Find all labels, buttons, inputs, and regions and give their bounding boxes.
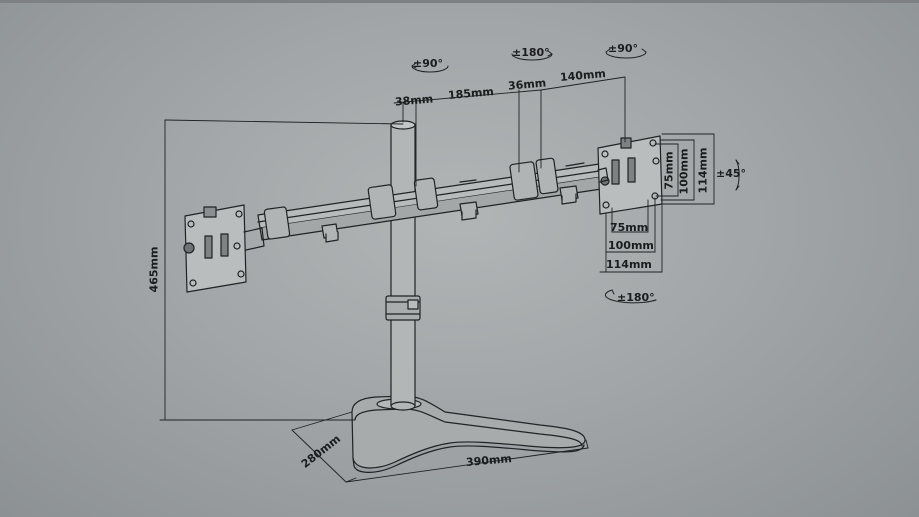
dim-pole-offset: 38mm	[394, 92, 434, 109]
pole	[390, 120, 416, 411]
dimension-lines	[159, 76, 715, 483]
vesa-h114-label: 114mm	[606, 258, 652, 271]
vesa-h100-label: 100mm	[608, 239, 654, 252]
left-vesa-plate	[183, 204, 265, 293]
rotation-arrows	[411, 48, 740, 304]
pole-clamp	[385, 295, 421, 321]
rotation-tilt-label: ±45°	[716, 167, 747, 180]
dim-height: 465mm	[147, 246, 161, 293]
rotation-right-label: ±90°	[608, 42, 639, 55]
rotation-left-label: ±90°	[413, 57, 444, 70]
dim-arm-segment-2: 36mm	[507, 76, 547, 93]
vesa-v100-label: 100mm	[677, 148, 691, 195]
vesa-v114-label: 114mm	[696, 147, 710, 194]
right-vesa-plate	[597, 135, 663, 215]
arm-clips	[263, 157, 585, 243]
rotation-center-label: ±180°	[512, 46, 550, 59]
rotation-swivel-label: ±180°	[617, 291, 655, 304]
paper-edge	[0, 0, 919, 3]
vesa-h75-label: 75mm	[610, 221, 649, 234]
vesa-v75-label: 75mm	[662, 151, 676, 190]
